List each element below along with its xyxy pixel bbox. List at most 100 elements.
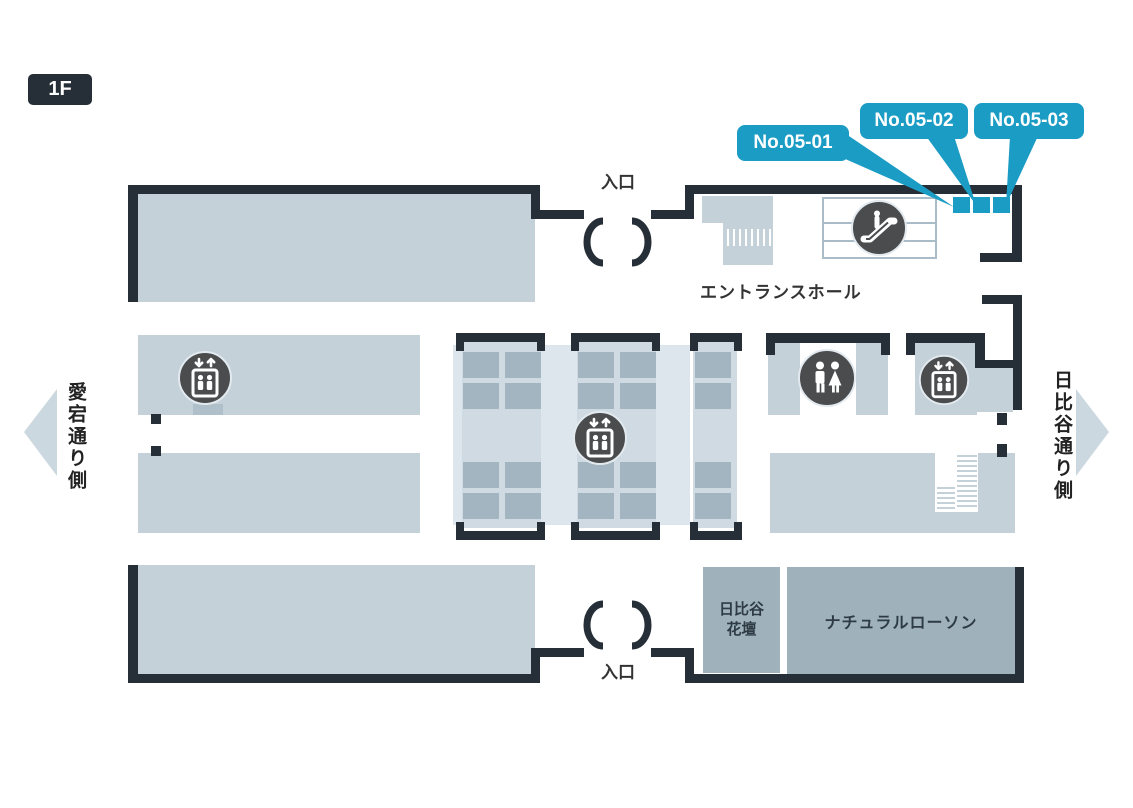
wall-stub [151,446,161,456]
elevator-icon [918,354,970,406]
wall-stub [151,414,161,424]
street-left-label: 愛宕通り側 [65,382,86,492]
elevator-icon [572,410,628,466]
room-top-left [138,194,535,302]
arrow-left-icon [24,389,57,476]
store-natural-lawson: ナチュラルローソン [787,567,1015,674]
table-bracket [537,333,545,351]
table-bracket [456,531,545,540]
store-hibiya-kadan-label-line1: 日比谷 [718,600,764,618]
elevator-icon [177,350,233,406]
ad-position-no-05-02[interactable] [973,197,990,213]
restroom-icon [797,348,857,408]
table [620,352,656,378]
callout-no-05-01[interactable]: No.05-01 [737,125,849,161]
table [463,383,499,409]
floor-badge-label: 1F [48,78,72,100]
wall-segment [1015,567,1024,683]
stair-room-upper [702,196,773,223]
table-bracket [690,531,742,540]
table [620,383,656,409]
table [578,493,614,519]
wall-segment [694,674,1024,683]
street-right-label: 日比谷通り側 [1051,370,1072,502]
store-hibiya-kadan-label-line2: 花壇 [726,621,757,638]
wall-segment [685,185,694,219]
callout-no-05-02-label: No.05-02 [874,110,954,131]
entrance-top-label: 入口 [601,173,635,192]
callout-no-05-03[interactable]: No.05-03 [974,103,1084,139]
table-bracket [456,522,464,540]
callout-no-05-01-label: No.05-01 [753,132,833,153]
table-bracket [734,333,742,351]
table-bracket [571,333,579,351]
callout-tail [1006,136,1038,205]
wall-segment [128,185,138,302]
stairs-steps [937,487,955,511]
table [578,383,614,409]
wall-segment [128,185,540,194]
room-mid-left-lower [138,453,420,533]
table [463,462,499,488]
table [463,352,499,378]
table-bracket [690,333,698,351]
table-bracket [690,333,742,342]
table [505,352,541,378]
table-bracket [571,522,579,540]
stairs-steps [957,455,977,510]
floor-badge: 1F [28,74,92,105]
table-bracket [456,333,545,342]
wall-segment [980,253,1022,262]
wall-segment [128,565,138,683]
stairs-hatch [727,229,771,246]
table [505,462,541,488]
table [463,493,499,519]
table-bracket [537,522,545,540]
table [505,493,541,519]
entrance-hall-label: エントランスホール [700,283,862,302]
room-elevator-right-ext [977,368,1013,412]
door-arc [583,217,604,267]
callout-no-05-02[interactable]: No.05-02 [860,103,968,139]
wall-segment [651,210,694,219]
table-bracket [652,522,660,540]
wall-segment [531,648,540,683]
table [578,352,614,378]
table-bracket [652,333,660,351]
restroom-wall-right [856,343,888,415]
table [695,462,731,488]
callout-no-05-03-label: No.05-03 [989,110,1069,131]
arrow-right-icon [1076,389,1109,476]
wall-segment [1013,295,1022,410]
table-bracket [571,531,660,540]
table [620,462,656,488]
door-arc [631,217,652,267]
ad-position-no-05-01[interactable] [953,197,970,213]
wall-segment [685,648,694,683]
wall-segment [531,648,584,657]
wall-segment [982,295,1022,304]
entrance-bottom-label: 入口 [601,663,635,682]
wall-segment [128,674,540,683]
wall-segment [975,360,1022,368]
escalator-icon [850,199,908,257]
wall-segment [906,333,915,355]
callout-tail [926,136,976,205]
wall-segment [685,185,1022,194]
room-bottom-left [138,565,535,674]
ad-position-no-05-03[interactable] [993,197,1010,213]
wall-segment [766,333,890,343]
wall-segment [651,648,694,657]
table [695,383,731,409]
elevator-shaft [193,404,223,415]
wall-stub [997,413,1007,425]
door-arc [631,600,652,650]
wall-stub [997,444,1007,457]
table [620,493,656,519]
table-bracket [571,333,660,342]
table [695,493,731,519]
restroom-wall-left [768,343,800,415]
table-bracket [456,333,464,351]
table [695,352,731,378]
